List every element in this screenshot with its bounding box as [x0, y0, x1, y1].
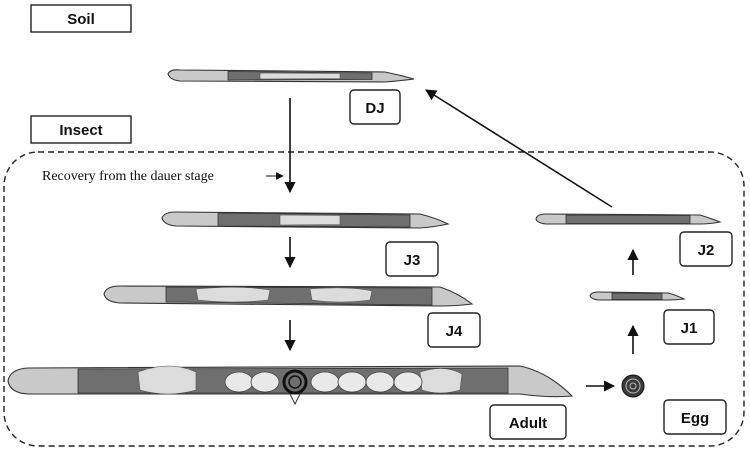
svg-text:J3: J3 [404, 252, 421, 269]
j1-stage-label: J1 [663, 309, 715, 345]
svg-text:Soil: Soil [67, 11, 95, 28]
j4-worm-illustration [103, 285, 474, 307]
svg-text:DJ: DJ [365, 100, 384, 117]
svg-text:Adult: Adult [509, 415, 547, 432]
j2-worm-illustration [535, 213, 722, 225]
j1-worm-illustration [589, 291, 686, 301]
j4-stage-label: J4 [427, 312, 481, 348]
adult-stage-label: Adult [489, 404, 567, 440]
svg-text:J4: J4 [446, 323, 463, 340]
egg-illustration [621, 374, 645, 398]
egg-stage-label: Egg [663, 399, 727, 435]
svg-text:J2: J2 [698, 242, 715, 259]
insect-heading: Insect [30, 115, 132, 144]
arrow-j2-to-dj [425, 89, 613, 208]
insect-host-boundary [3, 151, 745, 447]
j2-stage-label: J2 [679, 231, 733, 267]
svg-text:Insect: Insect [59, 122, 102, 139]
j3-stage-label: J3 [385, 241, 439, 277]
j3-worm-illustration [161, 211, 450, 229]
dj-stage-label: DJ [349, 89, 401, 125]
recovery-annotation: Recovery from the dauer stage [42, 169, 214, 184]
soil-heading: Soil [30, 4, 132, 33]
dj-worm-illustration [167, 69, 415, 83]
adult-worm-illustration [7, 365, 574, 406]
svg-text:J1: J1 [681, 320, 698, 337]
svg-text:Egg: Egg [681, 410, 709, 427]
